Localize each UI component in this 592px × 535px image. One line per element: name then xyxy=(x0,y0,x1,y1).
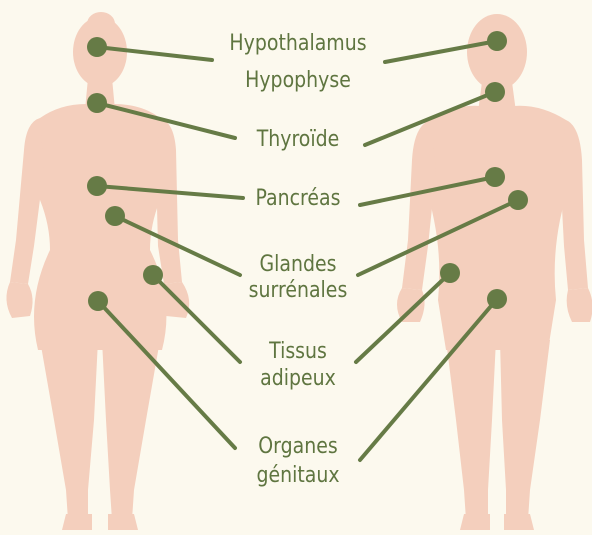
female-left-foot xyxy=(62,514,92,530)
male-head xyxy=(467,14,527,90)
female-right-arm xyxy=(156,118,182,284)
dot-female-pancreas xyxy=(87,176,107,196)
dot-male-genitaux xyxy=(487,289,507,309)
dot-female-hypothalamus xyxy=(87,37,107,57)
label-surrenales: surrénales xyxy=(212,278,384,303)
label-organes: Organes xyxy=(212,434,384,459)
male-left-leg xyxy=(446,340,496,520)
label-hypothalamus: Hypothalamus xyxy=(212,31,384,56)
male-right-foot xyxy=(504,514,534,530)
male-left-arm xyxy=(402,120,436,290)
male-right-leg xyxy=(500,340,550,520)
label-thyroide: Thyroïde xyxy=(212,127,384,152)
dot-female-adipeux xyxy=(143,265,163,285)
dot-male-hypothalamus xyxy=(487,31,507,51)
dot-female-thyroide xyxy=(87,93,107,113)
male-torso xyxy=(427,106,568,350)
label-adipeux: adipeux xyxy=(212,366,384,391)
dot-female-genitaux xyxy=(88,291,108,311)
dot-male-adipeux xyxy=(440,263,460,283)
female-left-leg xyxy=(40,340,98,520)
dot-female-surrenales xyxy=(105,206,125,226)
label-glandes: Glandes xyxy=(212,252,384,277)
label-pancreas: Pancréas xyxy=(212,186,384,211)
label-hypophyse: Hypophyse xyxy=(212,68,384,93)
male-right-hand xyxy=(567,288,592,322)
label-genitaux: génitaux xyxy=(212,463,384,488)
dot-male-pancreas xyxy=(485,167,505,187)
male-left-foot xyxy=(460,514,490,530)
female-torso xyxy=(34,104,166,350)
label-tissus: Tissus xyxy=(212,339,384,364)
dot-male-surrenales xyxy=(508,190,528,210)
female-left-hand xyxy=(6,282,32,318)
female-right-leg xyxy=(102,340,160,520)
male-right-arm xyxy=(560,120,588,290)
female-right-foot xyxy=(108,514,138,530)
dot-male-thyroide xyxy=(485,82,505,102)
female-left-arm xyxy=(10,118,44,284)
